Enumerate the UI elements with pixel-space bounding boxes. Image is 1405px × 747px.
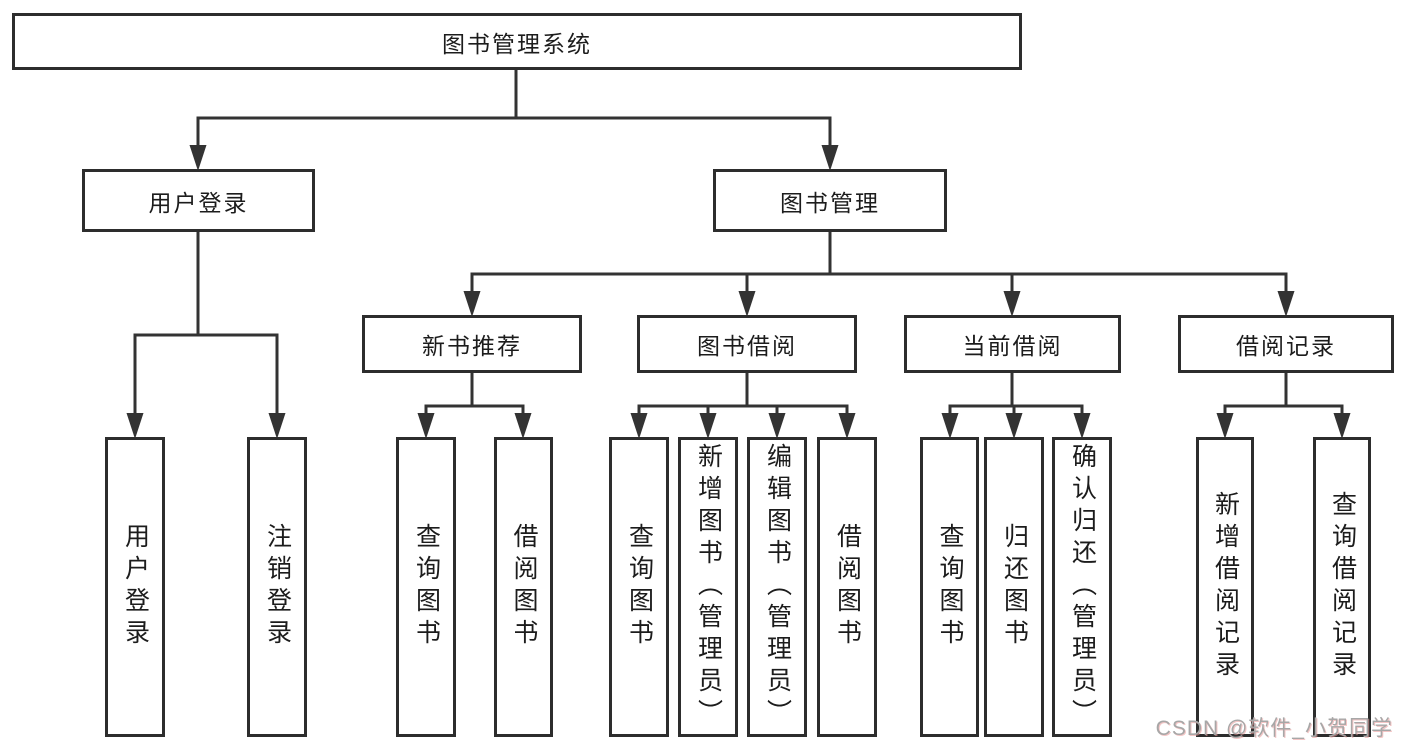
node-current-borrowing: 当前借阅 [904, 315, 1121, 373]
node-root-system: 图书管理系统 [12, 13, 1022, 70]
node-user-login: 用户登录 [82, 169, 315, 232]
leaf-query-books-recommend: 查询图书 [396, 437, 456, 737]
node-label: 借阅记录 [1236, 333, 1336, 359]
leaf-user-login: 用户登录 [105, 437, 165, 737]
leaf-query-books-borrowing: 查询图书 [609, 437, 669, 737]
node-label: 用户登录 [121, 523, 150, 651]
node-label: 图书管理系统 [442, 30, 592, 57]
node-label: 查询借阅记录 [1328, 491, 1357, 683]
node-label: 用户登录 [148, 189, 249, 216]
leaf-query-books-current: 查询图书 [920, 437, 979, 737]
node-label: 注销登录 [263, 523, 292, 651]
leaf-borrow-books-recommend: 借阅图书 [494, 437, 553, 737]
leaf-return-books: 归还图书 [984, 437, 1044, 737]
leaf-add-borrow-record: 新增借阅记录 [1196, 437, 1254, 737]
node-label: 确认归还（管理员） [1068, 443, 1097, 731]
leaf-logout: 注销登录 [247, 437, 307, 737]
node-label: 借阅图书 [510, 523, 538, 651]
node-label: 查询图书 [936, 523, 964, 651]
node-label: 新书推荐 [422, 333, 522, 359]
node-label: 归还图书 [1000, 523, 1029, 651]
node-book-management: 图书管理 [713, 169, 947, 232]
node-label: 当前借阅 [962, 333, 1063, 359]
node-label: 新增图书（管理员） [694, 443, 723, 731]
leaf-confirm-return-admin: 确认归还（管理员） [1052, 437, 1112, 737]
leaf-query-borrow-record: 查询借阅记录 [1313, 437, 1371, 737]
leaf-add-books-admin: 新增图书（管理员） [678, 437, 738, 737]
node-label: 新增借阅记录 [1211, 491, 1240, 683]
leaf-borrow-books-borrowing: 借阅图书 [817, 437, 877, 737]
node-label: 查询图书 [625, 523, 654, 651]
node-label: 借阅图书 [833, 523, 862, 651]
leaf-edit-books-admin: 编辑图书（管理员） [747, 437, 807, 737]
node-book-borrowing: 图书借阅 [637, 315, 857, 373]
node-borrowing-records: 借阅记录 [1178, 315, 1394, 373]
node-label: 图书管理 [780, 189, 880, 216]
node-label: 图书借阅 [697, 333, 797, 359]
node-new-book-recommend: 新书推荐 [362, 315, 582, 373]
watermark: CSDN @软件_小贺同学 [1155, 717, 1393, 740]
node-label: 查询图书 [412, 523, 441, 651]
node-label: 编辑图书（管理员） [763, 443, 792, 731]
